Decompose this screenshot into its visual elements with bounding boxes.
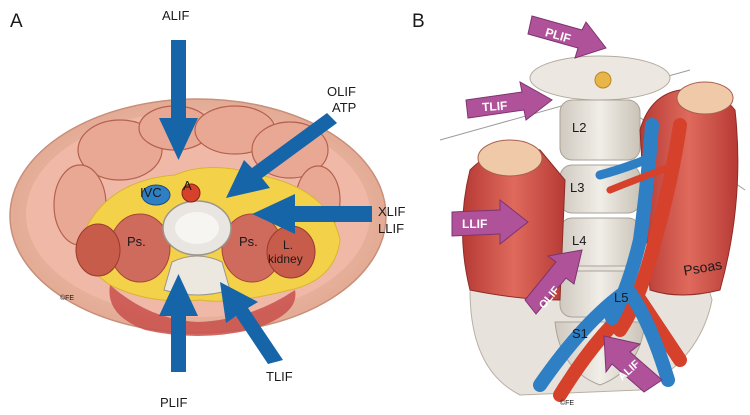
tlif-arrow-b <box>465 81 553 121</box>
panel-b-signature: ©FE <box>560 399 574 407</box>
llif-label-b: LLIF <box>462 217 487 231</box>
llif-arrow-b <box>451 198 529 246</box>
panel-a-signature: ©FE <box>60 294 74 302</box>
panel-a: A <box>9 8 406 410</box>
psoas-right-label: Ps. <box>239 234 258 249</box>
pink-approach-arrows <box>451 15 663 393</box>
great-vessels <box>533 118 687 402</box>
spinal-cord <box>594 71 612 89</box>
plif-arrow-b <box>527 15 607 59</box>
olif-label-a: OLIF <box>327 84 356 99</box>
ivc-iliac-veins <box>533 118 675 392</box>
alif-label-a: ALIF <box>162 8 190 23</box>
plif-label-b: PLIF <box>544 25 573 46</box>
olif-atp-arrow <box>226 113 337 198</box>
renal-artery <box>606 161 679 194</box>
olif-arrow-b <box>524 249 583 315</box>
level-l3-label: L3 <box>570 180 584 195</box>
psoas-right-cut-surface <box>676 81 734 115</box>
xlif-label-a: XLIF <box>378 204 406 219</box>
psoas-left-cut-surface <box>477 139 543 177</box>
ivc-label: IVC <box>140 185 162 200</box>
llif-label-a: LLIF <box>378 221 404 236</box>
level-l5-label: L5 <box>614 290 628 305</box>
level-l2-label: L2 <box>572 120 586 135</box>
plif-label-a: PLIF <box>160 395 188 410</box>
aorta-label: A <box>183 178 192 193</box>
panel-b: B L2 L3 L4 L5 <box>412 11 746 407</box>
alif-arrow-b <box>603 335 663 393</box>
renal-vein <box>595 155 650 180</box>
kidney-right-anatomic <box>75 223 121 277</box>
plif-arrow-a <box>159 274 198 372</box>
xlif-llif-arrow <box>252 194 372 234</box>
kidney-label-line2: kidney <box>268 252 303 266</box>
level-s1-label: S1 <box>572 326 588 341</box>
atp-label-a: ATP <box>332 100 356 115</box>
panel-b-letter: B <box>412 11 425 32</box>
psoas-left-label: Ps. <box>127 234 146 249</box>
tlif-label-a: TLIF <box>266 369 293 384</box>
panel-a-letter: A <box>10 11 23 32</box>
psoas-label: Psoas <box>682 256 723 279</box>
ivc-vessel <box>141 184 171 206</box>
blue-approach-arrows <box>159 40 372 372</box>
tlif-label-b: TLIF <box>482 99 508 115</box>
alif-arrow-a <box>159 40 198 160</box>
tlif-arrow-a <box>220 282 283 364</box>
level-l4-label: L4 <box>572 233 586 248</box>
disc-nucleus <box>175 212 219 244</box>
aorta-vessel <box>181 183 201 203</box>
kidney-label-line1: L. <box>283 238 293 252</box>
